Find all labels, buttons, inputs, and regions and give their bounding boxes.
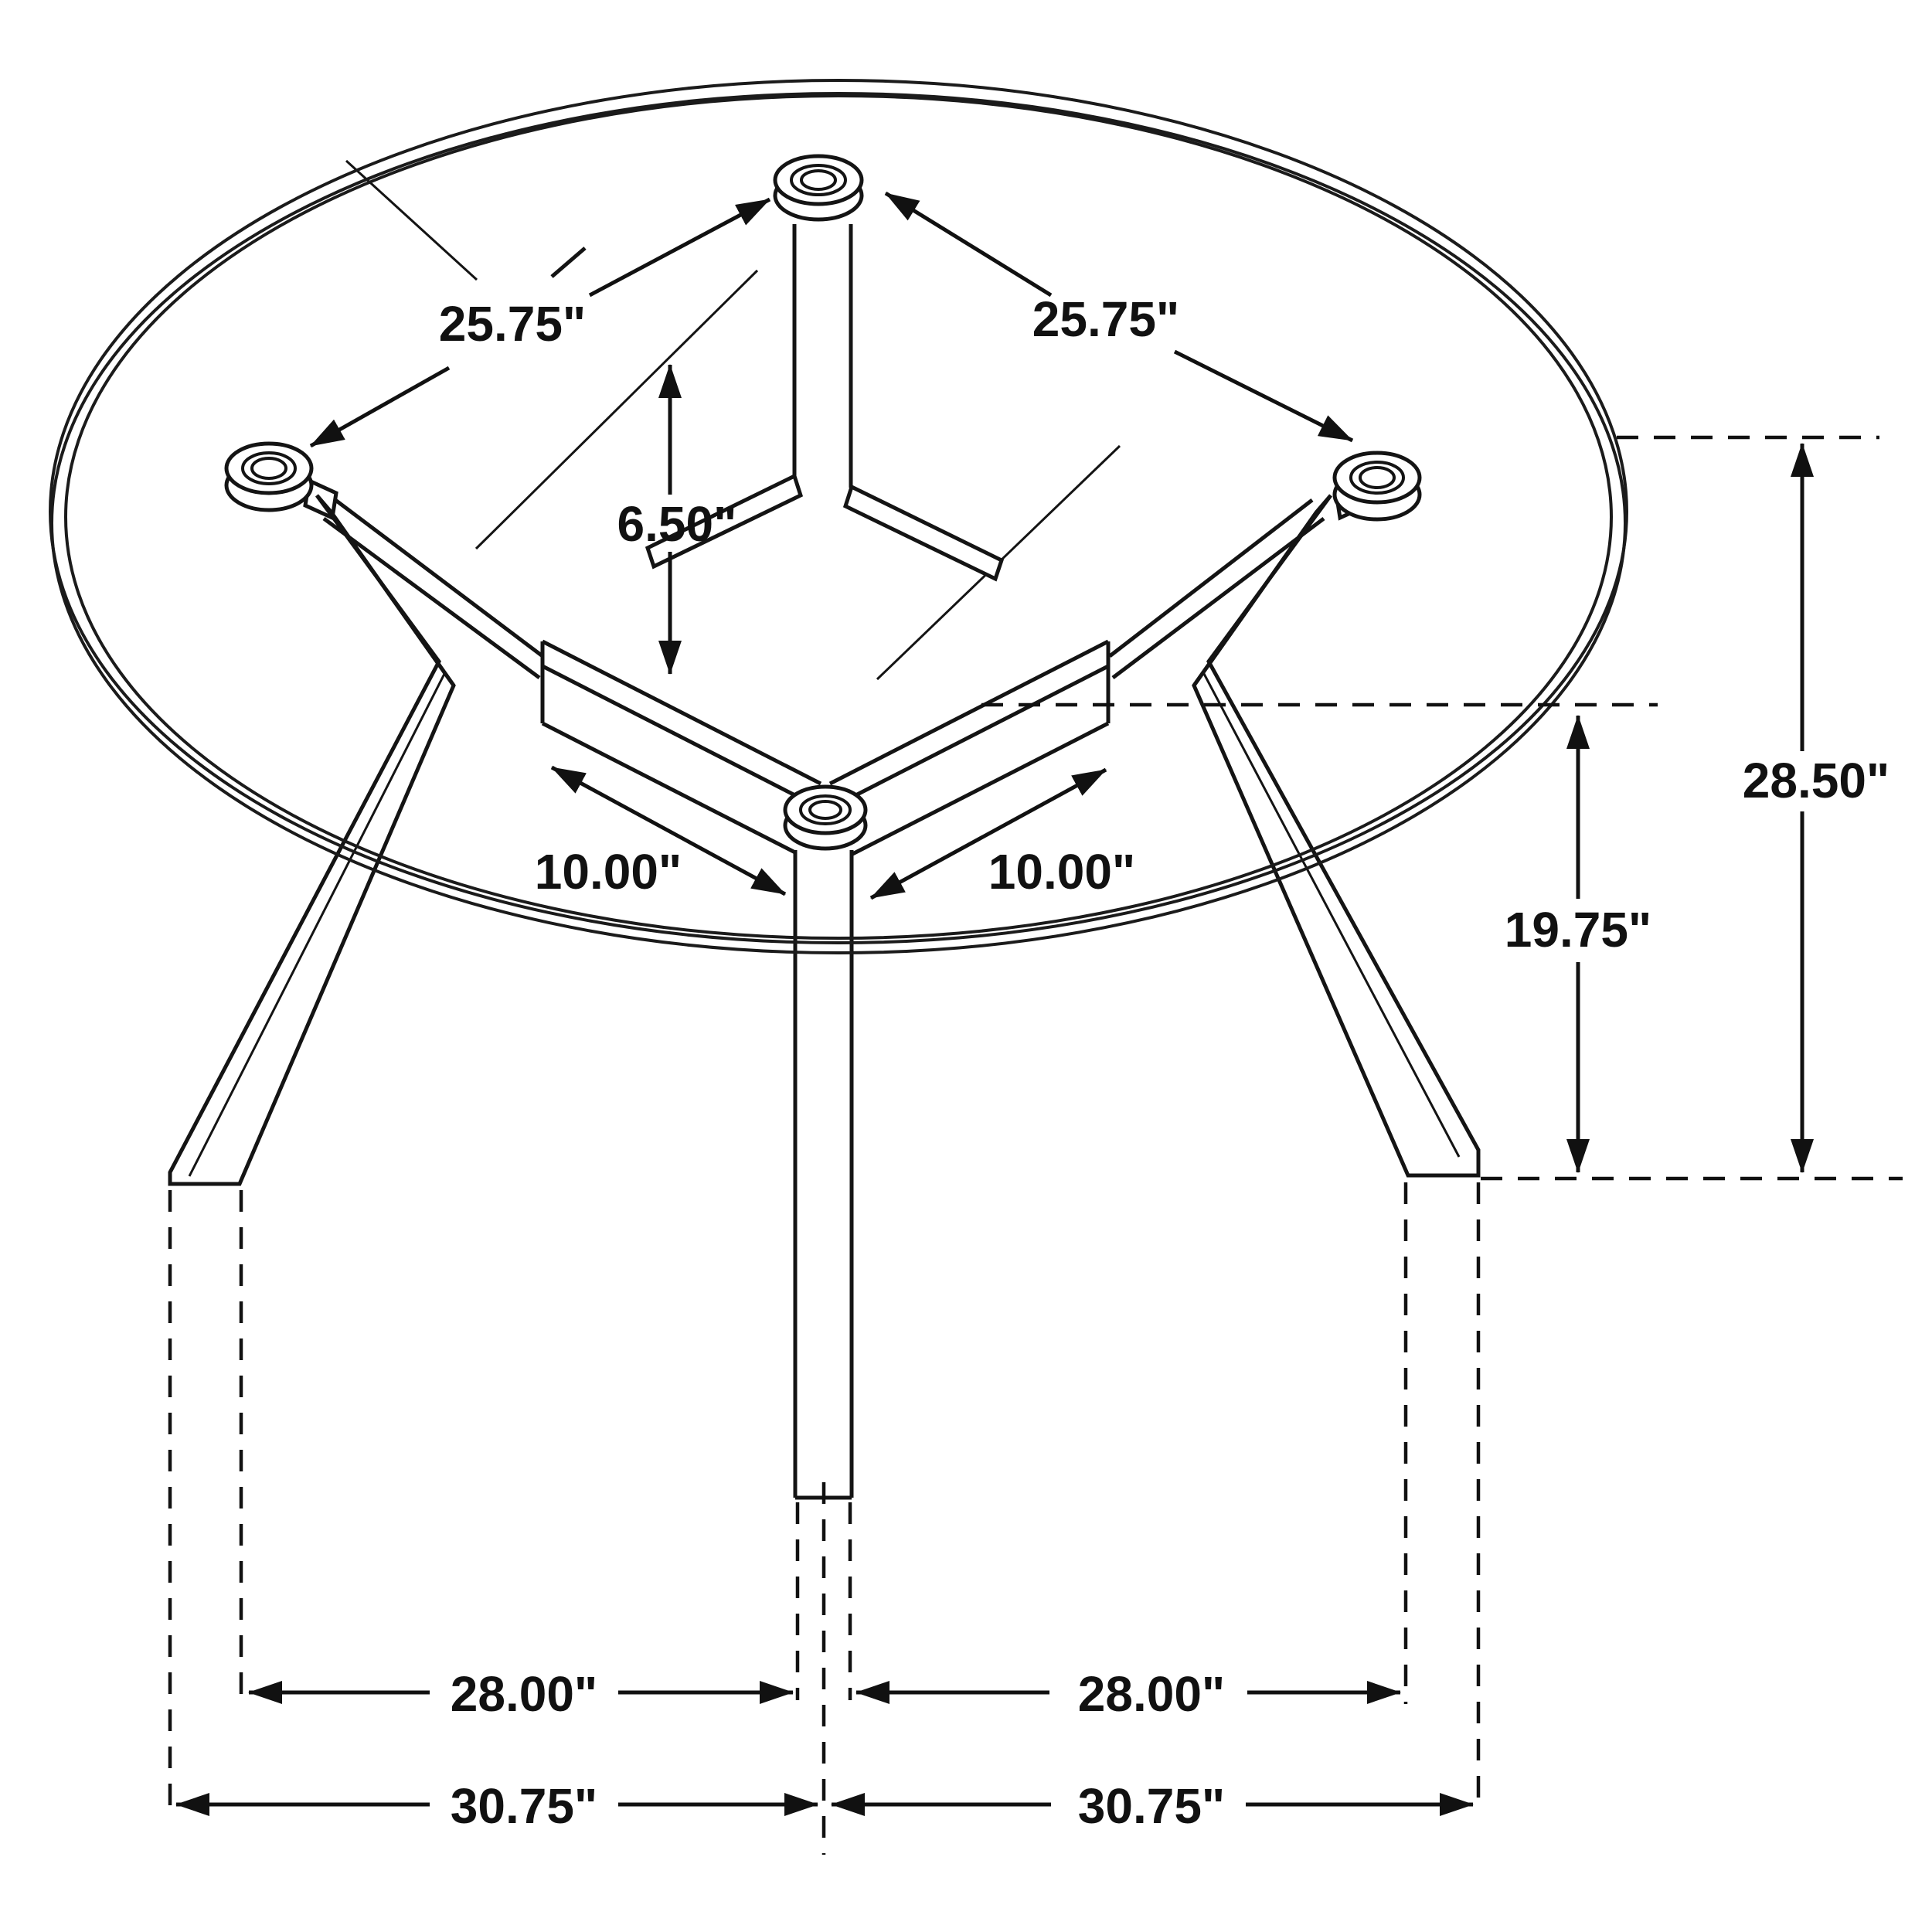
table-structure <box>49 79 1628 1500</box>
label-outer-span-left: 30.75" <box>451 1778 598 1834</box>
dimension-labels: 25.75" 25.75" 6.50" 10.00" 10.00" 28.50"… <box>439 291 1890 1834</box>
top-pad-ring <box>773 154 864 222</box>
leader-pad-spacing-left-to-top <box>588 197 771 298</box>
yoke-beam-left <box>645 473 804 570</box>
center-column-upper <box>792 224 853 488</box>
label-inner-span-left: 28.00" <box>451 1666 598 1722</box>
v-beam-right <box>825 639 1111 869</box>
dim-hub-to-leg-right <box>869 767 1107 900</box>
glass-top-outline <box>49 79 1628 954</box>
left-pad-ring <box>224 441 314 512</box>
leader-pad-spacing-right-to-right <box>1173 349 1354 443</box>
right-pad-ring <box>1332 451 1422 522</box>
dimension-arrows <box>175 191 1814 1816</box>
yoke-beam-right <box>842 484 1005 582</box>
right-stretcher-lines <box>1108 498 1325 687</box>
leader-pad-spacing-left-to-left <box>309 366 451 448</box>
label-outer-span-right: 30.75" <box>1078 1778 1226 1834</box>
hub-ring <box>783 784 868 851</box>
right-leg <box>1192 494 1481 1178</box>
label-hub-height: 6.50" <box>617 496 737 552</box>
label-underside-height: 19.75" <box>1505 902 1652 957</box>
glass-streak-line <box>345 159 478 281</box>
left-brace-line <box>474 269 759 550</box>
center-column-upper-face <box>794 224 851 488</box>
center-leg-face <box>795 819 852 1498</box>
left-leg <box>168 494 456 1186</box>
label-hub-to-leg-left: 10.00" <box>535 844 682 900</box>
label-table-height: 28.50" <box>1743 753 1890 808</box>
right-leg-edge-line <box>1202 672 1461 1158</box>
label-hub-to-leg-right: 10.00" <box>988 844 1136 900</box>
left-leg-edge-line <box>188 673 446 1177</box>
label-pad-spacing-left: 25.75" <box>439 296 587 352</box>
v-beam-left <box>540 639 825 869</box>
dim-hub-to-leg-left <box>550 765 787 896</box>
v-beam-left-face <box>543 641 818 864</box>
v-beam-right-face <box>833 641 1108 864</box>
leader-pad-spacing-right-to-top <box>884 191 1053 298</box>
glass-tick-mark <box>550 247 587 278</box>
label-pad-spacing-right: 25.75" <box>1032 291 1180 347</box>
label-inner-span-right: 28.00" <box>1078 1666 1226 1722</box>
extension-lines <box>168 435 1903 1855</box>
